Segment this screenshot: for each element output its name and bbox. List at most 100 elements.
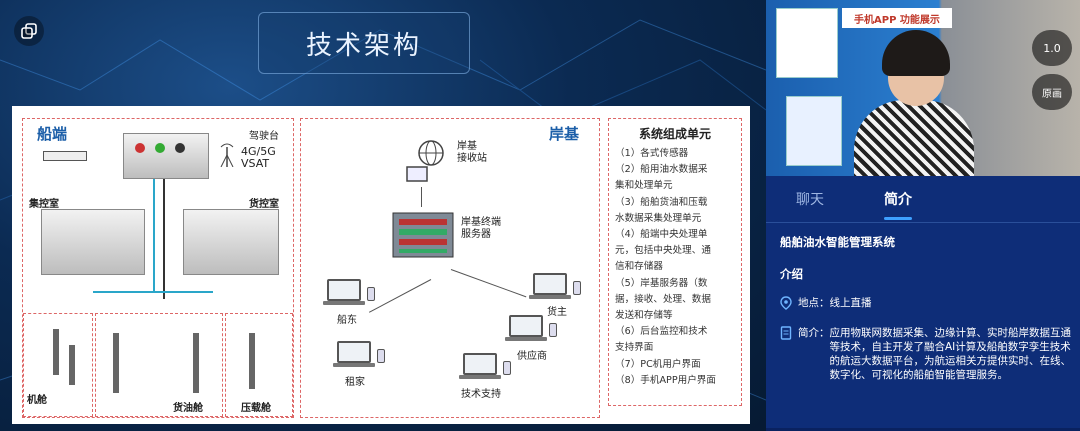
copy-screen-button[interactable] bbox=[14, 16, 44, 46]
ship-owner-laptop-icon bbox=[323, 279, 365, 305]
presenter-figure bbox=[854, 100, 974, 176]
phone-icon bbox=[367, 287, 375, 301]
network-label-4g: 4G/5G bbox=[241, 145, 276, 158]
phone-icon bbox=[377, 349, 385, 363]
document-icon bbox=[780, 326, 798, 382]
location-pin-icon bbox=[780, 296, 798, 314]
engine-room-zone bbox=[23, 313, 93, 417]
cargo-owner-label: 货主 bbox=[547, 307, 567, 318]
ship-side-heading: 船端 bbox=[37, 125, 68, 143]
system-unit-item: 发送和存储等 bbox=[615, 310, 673, 322]
system-unit-item: （1）各式传感器 bbox=[615, 148, 689, 159]
location-key: 地点： bbox=[798, 297, 830, 309]
shore-side-heading: 岸基 bbox=[549, 125, 580, 143]
shore-server-label: 岸基终端 服务器 bbox=[461, 217, 501, 240]
antenna-icon bbox=[220, 143, 234, 167]
system-unit-item: 水数据采集处理单元 bbox=[615, 212, 702, 224]
ship-side-section: 船端 驾驶台 4G/5G VSAT 集控室 货控室 bbox=[22, 118, 294, 418]
link-line bbox=[368, 279, 432, 313]
indicator-light bbox=[135, 143, 145, 153]
sensor-probe bbox=[69, 345, 75, 385]
panel-tabs: 聊天 简介 bbox=[766, 176, 1080, 222]
location-row: 地点： 线上直播 bbox=[780, 296, 1074, 314]
summary-key: 简介： bbox=[798, 327, 830, 339]
system-unit-item: 元，包括中央处理、通 bbox=[615, 245, 711, 257]
display-banner bbox=[776, 8, 838, 78]
system-unit-item: （8）手机APP用户界面 bbox=[615, 374, 716, 386]
slide-title-box: 技术架构 bbox=[258, 12, 470, 74]
architecture-slide: 船端 驾驶台 4G/5G VSAT 集控室 货控室 bbox=[12, 106, 750, 424]
system-unit-item: 信和存储器 bbox=[615, 261, 663, 273]
sensor-probe bbox=[113, 333, 119, 393]
phone-icon bbox=[573, 281, 581, 295]
cargo-tank-label: 货油舱 bbox=[173, 403, 203, 414]
slide-title: 技术架构 bbox=[305, 30, 422, 61]
panel-bottom-bar bbox=[766, 428, 1080, 431]
tab-chat[interactable]: 聊天 bbox=[796, 192, 824, 208]
shore-receiver-label: 岸基 接收站 bbox=[457, 141, 487, 164]
indicator-light bbox=[155, 143, 165, 153]
display-banner bbox=[786, 96, 842, 166]
sensor-probe bbox=[193, 333, 199, 393]
engine-data-cabinet bbox=[41, 209, 145, 275]
charterer-label: 租家 bbox=[345, 377, 365, 388]
ballast-tank-zone bbox=[225, 313, 293, 417]
summary-value: 应用物联网数据采集、边缘计算、实时船岸数据互通等技术，自主开发了融合AI计算及船… bbox=[829, 327, 1072, 381]
globe-icon bbox=[406, 140, 444, 182]
side-panel: 手机APP 功能展示 1.0 原画 聊天 简介 船舶油水智能管理系统 介绍 地点… bbox=[766, 0, 1080, 431]
video-banner-text: 手机APP 功能展示 bbox=[842, 8, 952, 28]
system-unit-item: （3）船舶货油和压载 bbox=[615, 196, 708, 208]
server-rack-icon bbox=[392, 212, 454, 258]
link-line bbox=[421, 187, 422, 207]
location-value: 线上直播 bbox=[829, 297, 872, 309]
intro-content: 船舶油水智能管理系统 介绍 地点： 线上直播 简介： 应用物联网数据采集、边缘计… bbox=[780, 234, 1074, 394]
course-title: 船舶油水智能管理系统 bbox=[780, 235, 895, 249]
display-module bbox=[43, 151, 87, 161]
indicator-light bbox=[175, 143, 185, 153]
video-quality-button[interactable]: 原画 bbox=[1032, 74, 1072, 110]
control-room-label: 集控室 bbox=[29, 199, 59, 210]
tab-intro[interactable]: 简介 bbox=[854, 176, 942, 222]
presentation-stage: 技术架构 船端 驾驶台 4G/5G VSAT 集控室 货控室 bbox=[0, 0, 766, 431]
tech-support-laptop-icon bbox=[459, 353, 501, 379]
system-unit-item: 据，接收、处理、数据 bbox=[615, 293, 711, 305]
ship-owner-label: 船东 bbox=[337, 315, 357, 326]
system-unit-item: （7）PC机用户界面 bbox=[615, 358, 701, 370]
tech-support-label: 技术支持 bbox=[461, 389, 501, 400]
system-unit-item: （6）后台监控和技术 bbox=[615, 326, 708, 338]
system-units-title: 系统组成单元 bbox=[638, 127, 711, 141]
system-unit-item: 支持界面 bbox=[615, 342, 654, 354]
intro-heading: 介绍 bbox=[780, 267, 803, 281]
system-units-panel: 系统组成单元 （1）各式传感器 （2）船用油水数据采集和处理单元 （3）船舶货油和压… bbox=[608, 118, 742, 406]
summary-row: 简介： 应用物联网数据采集、边缘计算、实时船岸数据互通等技术，自主开发了融合AI… bbox=[780, 326, 1074, 382]
presenter-hair bbox=[882, 30, 950, 76]
phone-icon bbox=[549, 323, 557, 337]
cargo-data-cabinet bbox=[183, 209, 279, 275]
charterer-laptop-icon bbox=[333, 341, 375, 367]
system-unit-item: 集和处理单元 bbox=[615, 180, 673, 192]
supplier-label: 供应商 bbox=[517, 351, 547, 362]
system-unit-item: （4）船端中央处理单 bbox=[615, 229, 708, 241]
sensor-probe bbox=[53, 329, 59, 375]
tab-divider bbox=[766, 222, 1080, 223]
ballast-tank-label: 压载舱 bbox=[241, 403, 271, 414]
system-unit-item: （2）船用油水数据采 bbox=[615, 164, 708, 176]
cargo-tank-zone bbox=[95, 313, 223, 417]
cargo-control-room-label: 货控室 bbox=[249, 199, 279, 210]
network-label-vsat: VSAT bbox=[241, 157, 270, 170]
link-line bbox=[450, 269, 527, 298]
sensor-probe bbox=[249, 333, 255, 389]
copy-icon bbox=[21, 23, 37, 39]
playback-speed-button[interactable]: 1.0 bbox=[1032, 30, 1072, 66]
power-cable bbox=[163, 179, 165, 299]
presenter-video[interactable]: 手机APP 功能展示 1.0 原画 bbox=[766, 0, 1080, 176]
central-unit-cabinet bbox=[123, 133, 209, 179]
cargo-owner-laptop-icon bbox=[529, 273, 571, 299]
shore-side-section: 岸基 岸基 接收站 岸基终端 服务器 船东 bbox=[300, 118, 600, 418]
system-unit-item: （5）岸基服务器（数 bbox=[615, 277, 708, 289]
system-units-list: （1）各式传感器 （2）船用油水数据采集和处理单元 （3）船舶货油和压载水数据采集处… bbox=[615, 146, 735, 389]
bridge-label: 驾驶台 bbox=[249, 131, 279, 142]
supplier-laptop-icon bbox=[505, 315, 547, 341]
comm-cable bbox=[153, 179, 155, 293]
phone-icon bbox=[503, 361, 511, 375]
